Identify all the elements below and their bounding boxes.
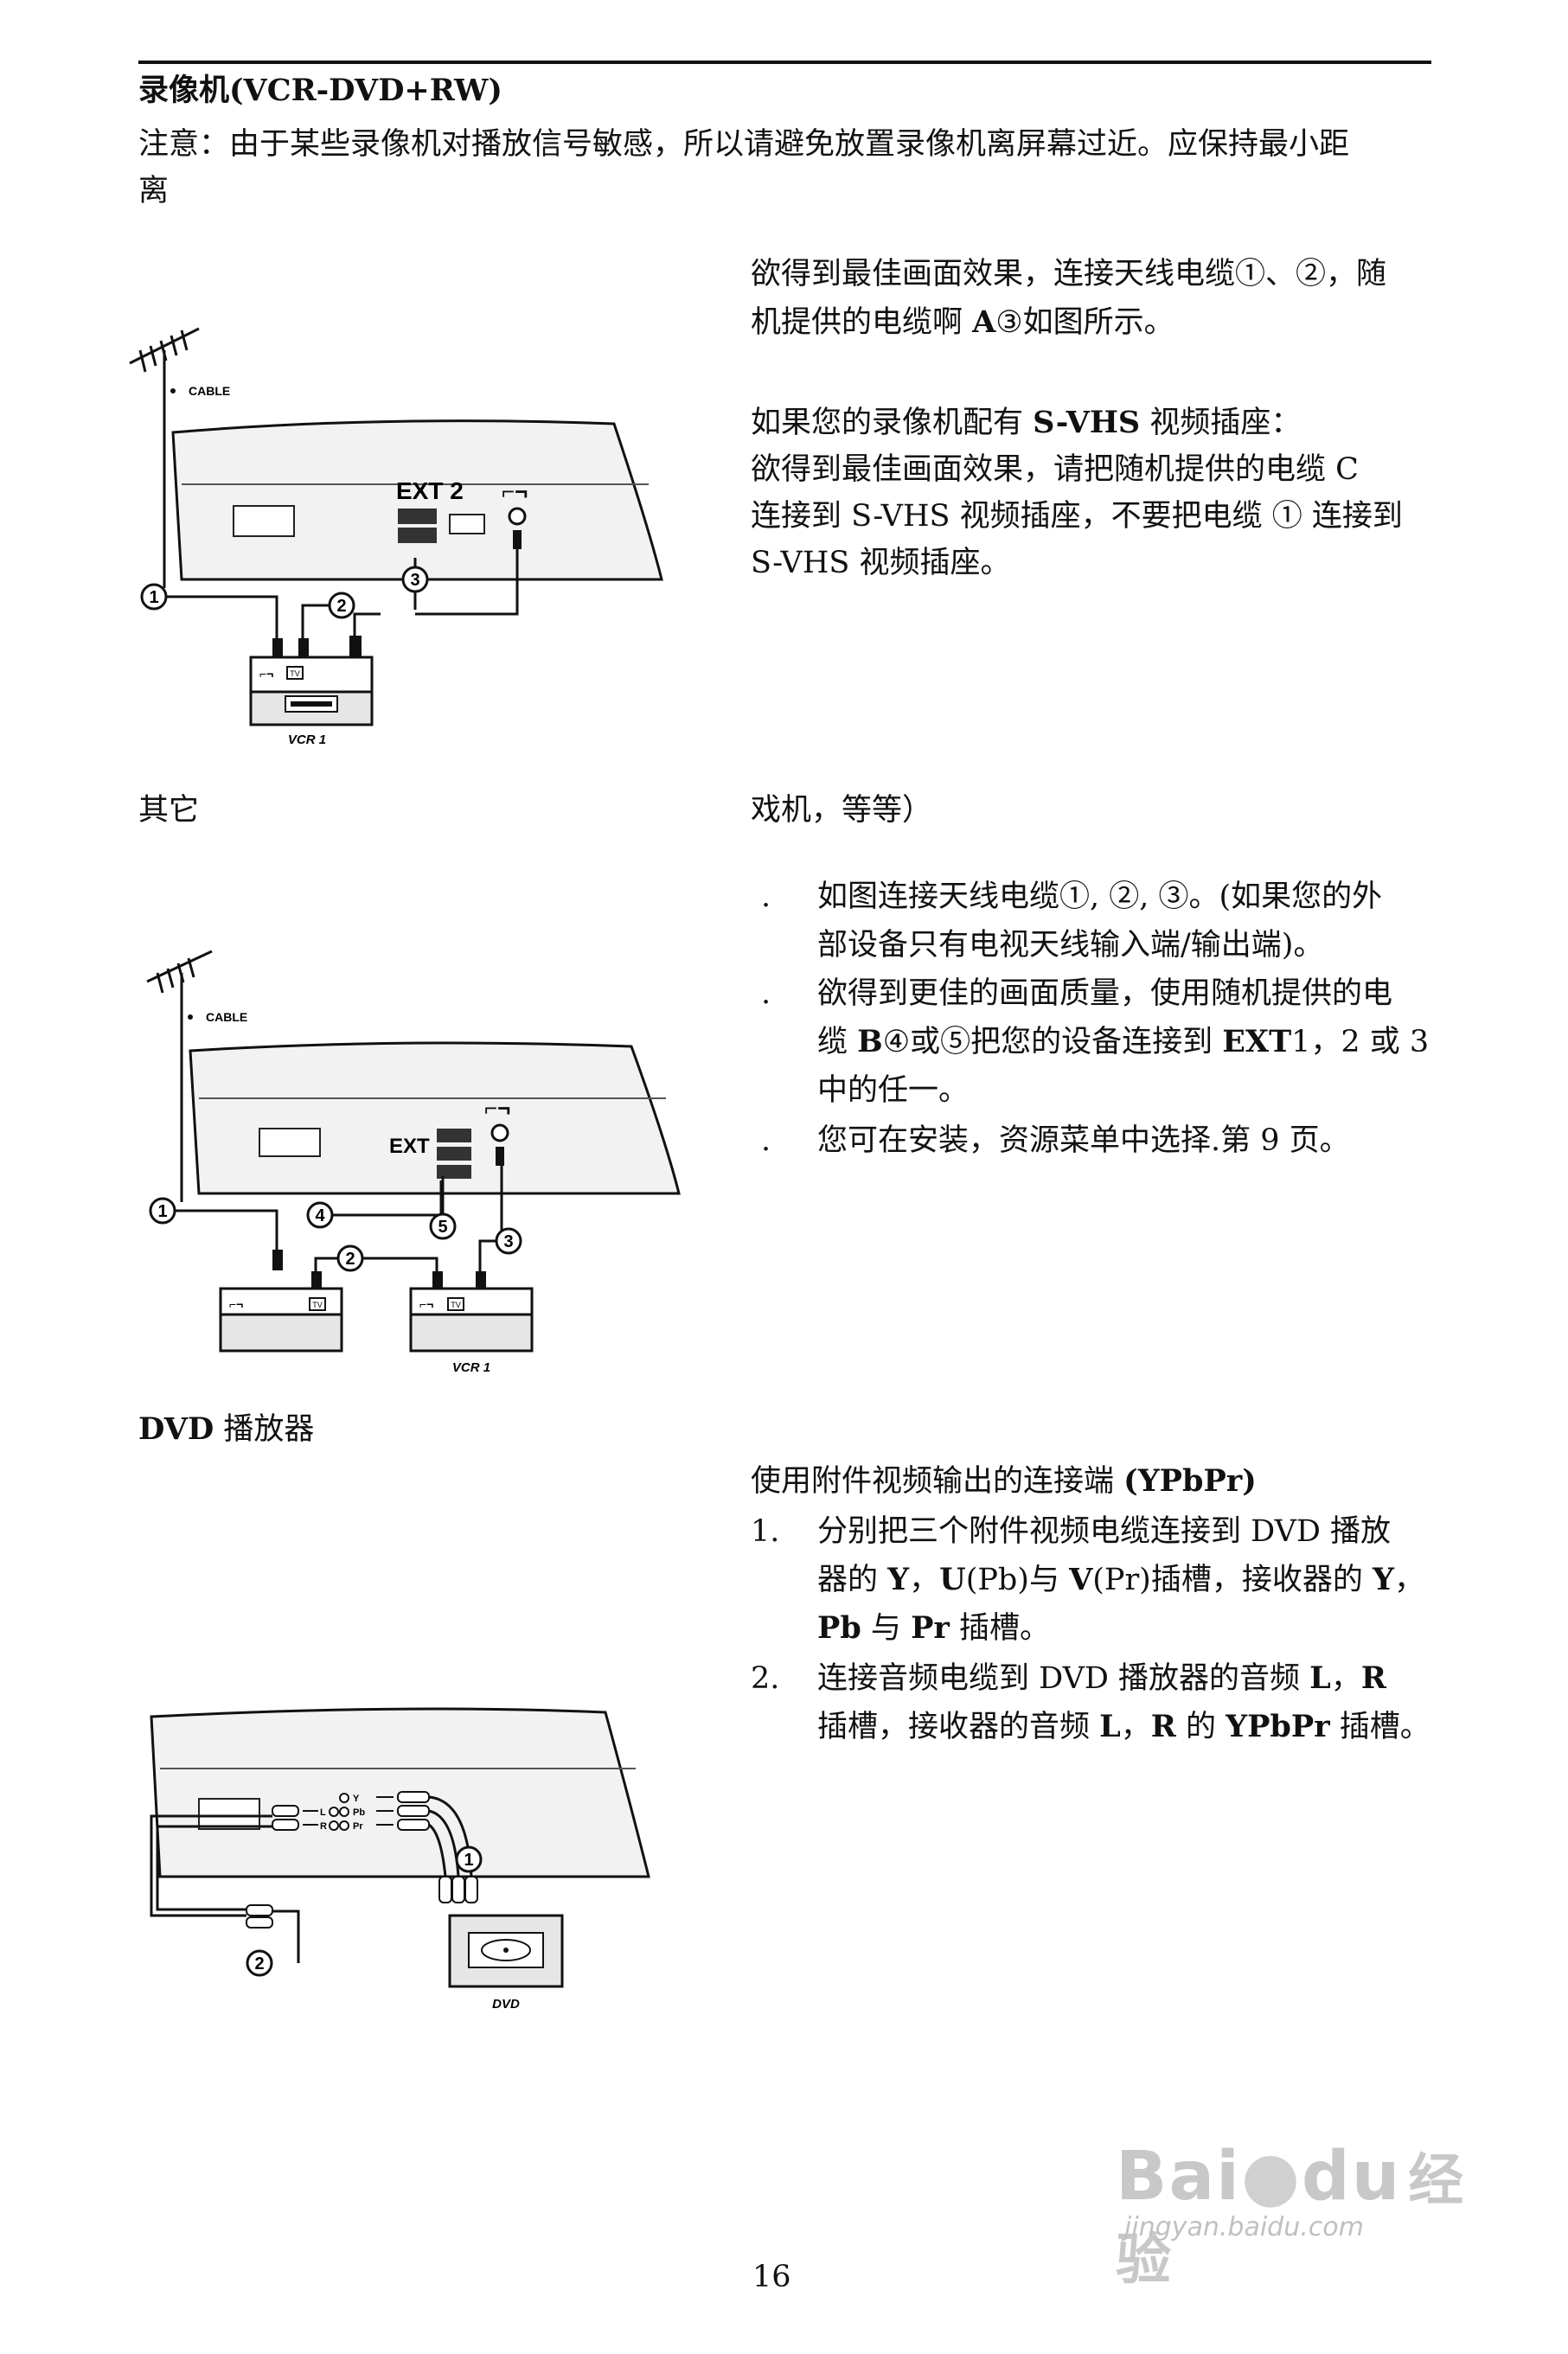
callout-1: 1 [149, 588, 158, 607]
bullet-3: . [761, 1123, 771, 1158]
dvd-i1-line3: Pb 与 Pr 插槽。 [817, 1610, 1050, 1646]
dvd-num-1: 1. [751, 1514, 780, 1549]
other-b1-line1: 如图连接天线电缆①, ②, ③。(如果您的外 [817, 880, 1383, 914]
other-b2-line2: 缆 B④或⑤把您的设备连接到 EXT1，2 或 3 [817, 1024, 1430, 1059]
dvd-label: DVD [492, 1997, 520, 2012]
other-b1-line2: 部设备只有电视天线输入端/输出端)。 [817, 928, 1324, 963]
dvd-i2-line2: 插槽，接收器的音频 L，R 的 YPbPr 插槽。 [817, 1709, 1430, 1744]
svg-text:⌐¬: ⌐¬ [502, 478, 528, 504]
svg-text:⌐¬: ⌐¬ [484, 1095, 510, 1121]
section-title-dvd: DVD 播放器 [138, 1411, 315, 1447]
vcr-svhs-line1: 欲得到最佳画面效果，请把随机提供的电缆 C [751, 452, 1359, 487]
cable-label: CABLE [206, 1010, 247, 1024]
callout-3: 3 [410, 571, 419, 590]
page-number: 16 [752, 2260, 791, 2294]
other-b2-line1: 欲得到更佳的画面质量，使用随机提供的电 [817, 976, 1393, 1011]
antenna-icon [129, 327, 200, 588]
vcr-svhs-line3: S-VHS 视频插座。 [751, 546, 1011, 580]
cable-label: CABLE [189, 384, 230, 398]
svg-text:Pb: Pb [353, 1807, 365, 1818]
other-b2-line3: 中的任一。 [817, 1073, 970, 1108]
svg-text:L: L [320, 1807, 326, 1818]
svg-text:TV: TV [312, 1301, 323, 1309]
vcr-label: VCR 1 [452, 1360, 490, 1375]
callout-2: 2 [336, 597, 346, 616]
svg-text:⌐¬: ⌐¬ [419, 1297, 433, 1311]
vcr-para1-line1: 欲得到最佳画面效果，连接天线电缆①、②，随 [751, 257, 1387, 291]
svg-text:TV: TV [451, 1301, 461, 1309]
other-b3-line1: 您可在安装，资源菜单中选择.第 9 页。 [817, 1123, 1350, 1158]
dvd-num-2: 2. [751, 1661, 780, 1696]
callout-2: 2 [254, 1954, 264, 1973]
vcr-note-line2: 离 [138, 174, 170, 208]
callout-1: 1 [464, 1851, 473, 1870]
dvd-i2-line1: 连接音频电缆到 DVD 播放器的音频 L，R [817, 1660, 1386, 1696]
tv-back-panel [171, 419, 663, 581]
vcr-connection-diagram: CABLE EXT 2 ⌐¬ 1 2 3 [121, 311, 675, 761]
ext2-label: EXT 2 [396, 477, 464, 504]
vcr-svhs-heading: 如果您的录像机配有 S-VHS 视频插座： [751, 405, 1302, 440]
callout-3: 3 [503, 1232, 513, 1251]
vcr-para1-line2: 机提供的电缆啊 A③如图所示。 [751, 304, 1174, 340]
svg-text:⌐¬: ⌐¬ [229, 1297, 243, 1311]
svg-text:⌐¬: ⌐¬ [259, 667, 273, 681]
dvd-subheading: 使用附件视频输出的连接端 (YPbPr) [751, 1463, 1257, 1499]
other-heading-right: 戏机，等等） [751, 793, 933, 828]
vcr-note-line1: 注意：由于某些录像机对播放信号敏感，所以请避免放置录像机离屏幕过近。应保持最小距 [138, 127, 1350, 162]
bullet-1: . [761, 880, 771, 914]
ext-label: EXT [389, 1135, 430, 1158]
paw-icon: ● [1240, 2138, 1302, 2216]
header-rule [138, 61, 1431, 64]
other-connection-diagram: CABLE EXT ⌐¬ 1 4 2 5 3 [138, 943, 692, 1392]
watermark-url: jingyan.baidu.com [1124, 2212, 1364, 2242]
callout-4: 4 [315, 1206, 325, 1225]
dvd-i1-line2: 器的 Y，U(Pb)与 V(Pr)插槽，接收器的 Y， [817, 1562, 1424, 1597]
bullet-2: . [761, 976, 771, 1011]
tv-back-panel [189, 1041, 681, 1195]
dvd-i1-line1: 分别把三个附件视频电缆连接到 DVD 播放 [817, 1514, 1392, 1549]
svg-text:Pr: Pr [353, 1821, 363, 1832]
callout-5: 5 [438, 1218, 447, 1237]
svg-text:Y: Y [353, 1794, 360, 1804]
vcr-label: VCR 1 [288, 732, 326, 747]
vcr-svhs-line2: 连接到 S-VHS 视频插座，不要把电缆 ① 连接到 [751, 499, 1403, 534]
dvd-connection-diagram: Y Pb Pr L R [147, 1704, 666, 2032]
section-title-vcr: 录像机(VCR-DVD+RW) [138, 73, 502, 108]
svg-text:R: R [320, 1821, 327, 1832]
svg-text:TV: TV [290, 669, 300, 678]
callout-2: 2 [345, 1250, 355, 1269]
callout-1: 1 [157, 1202, 167, 1221]
section-title-other: 其它 [138, 793, 200, 828]
antenna-icon [146, 950, 213, 1202]
